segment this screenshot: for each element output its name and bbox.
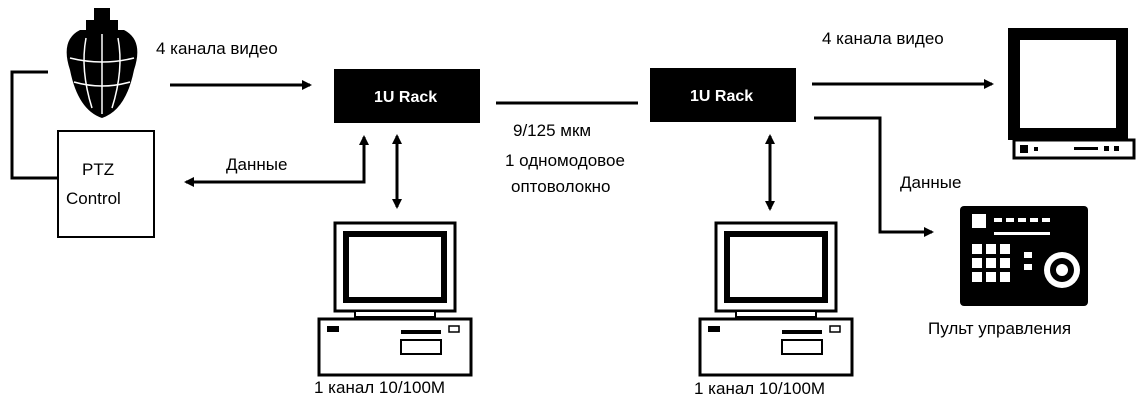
control-keyboard-icon bbox=[960, 206, 1088, 306]
right-rack-label: 1U Rack bbox=[690, 88, 753, 105]
left-video-label: 4 канала видео bbox=[156, 39, 278, 58]
left-data-label: Данные bbox=[226, 155, 287, 174]
ptz-dome-camera-icon bbox=[66, 8, 138, 118]
right-data-arrow bbox=[814, 116, 934, 237]
left-pc-icon bbox=[317, 221, 473, 377]
video-monitor-icon bbox=[1008, 28, 1136, 160]
right-video-label: 4 канала видео bbox=[822, 29, 944, 48]
left-1u-rack bbox=[334, 69, 480, 123]
left-pc-label: 1 канал 10/100M bbox=[314, 378, 445, 397]
ptz-label-line2: Control bbox=[66, 189, 121, 208]
fiber-desc-line1: 1 одномодовое bbox=[505, 151, 625, 170]
right-data-label: Данные bbox=[900, 173, 961, 192]
ptz-control-box bbox=[57, 130, 155, 238]
fiber-spec-label: 9/125 мкм bbox=[513, 121, 591, 140]
right-pc-icon bbox=[698, 221, 854, 377]
fiber-desc-line2: оптоволокно bbox=[511, 177, 610, 196]
camera-control-link bbox=[10, 70, 58, 180]
right-1u-rack bbox=[650, 68, 796, 122]
left-rack-label: 1U Rack bbox=[374, 89, 437, 106]
right-pc-label: 1 канал 10/100M bbox=[694, 379, 825, 398]
keyboard-label: Пульт управления bbox=[928, 319, 1071, 338]
ptz-label-line1: PTZ bbox=[82, 160, 114, 179]
